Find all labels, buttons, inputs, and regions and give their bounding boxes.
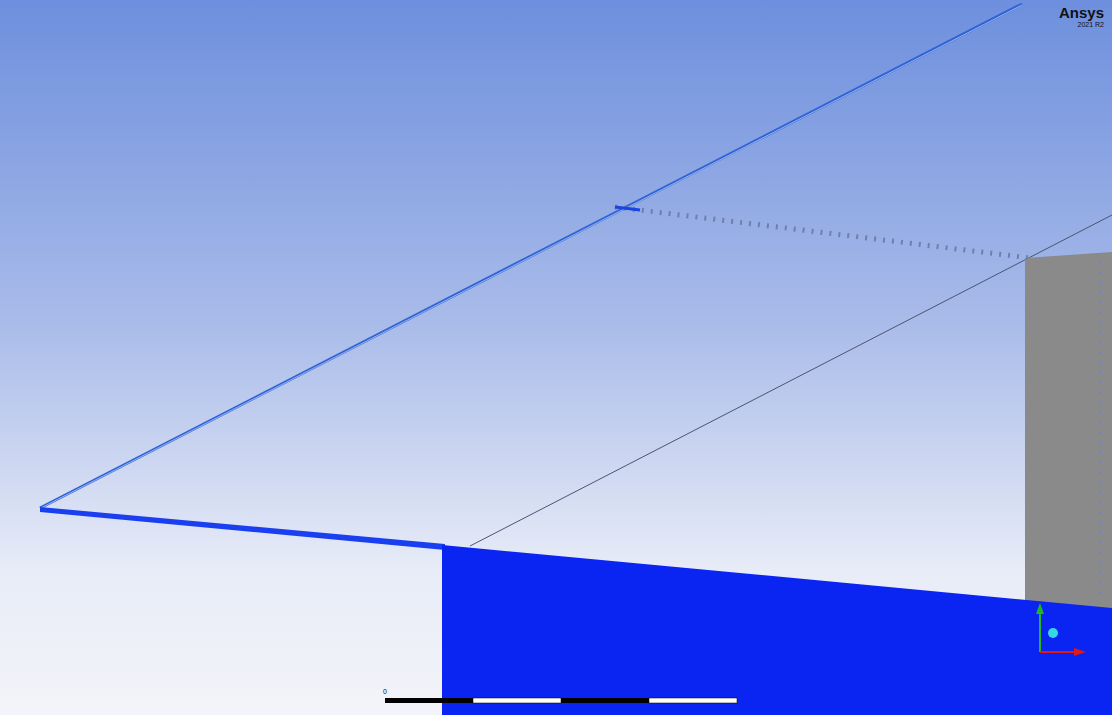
axis-x xyxy=(1074,648,1086,656)
inlet-face xyxy=(442,545,1112,715)
version-label: 2021 R2 xyxy=(1078,21,1104,28)
axis-y xyxy=(1039,612,1041,652)
scale-label: 0 xyxy=(383,688,387,695)
scale-bar xyxy=(385,698,473,703)
wedge-face xyxy=(40,507,445,550)
axis-y xyxy=(1036,603,1044,614)
edge-line xyxy=(40,4,1022,508)
vector-marks xyxy=(1099,262,1101,600)
vector-marks xyxy=(615,207,1030,258)
vector-marks xyxy=(615,207,640,210)
scale-bar xyxy=(561,698,649,703)
axis-z xyxy=(1048,628,1058,638)
scale-bar xyxy=(473,698,561,703)
edge-line xyxy=(41,5,1022,508)
wall-face xyxy=(1025,252,1112,612)
edge-line xyxy=(470,215,1112,546)
scale-bar xyxy=(649,698,737,703)
brand-name: Ansys xyxy=(1059,4,1104,21)
axis-x xyxy=(1040,651,1076,653)
